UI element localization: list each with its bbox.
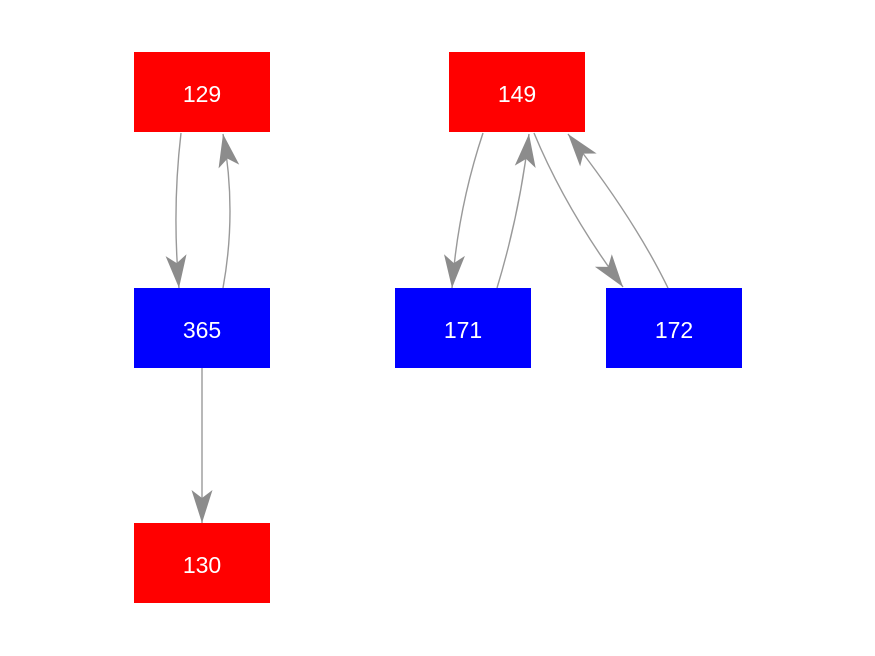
arrowhead-icon — [191, 490, 213, 523]
edge-171-149 — [496, 133, 536, 289]
node-129: 129 — [134, 52, 270, 132]
edge-line — [567, 133, 669, 289]
arrowhead-icon — [514, 134, 536, 168]
node-label: 129 — [182, 81, 222, 107]
edge-365-130 — [191, 367, 213, 523]
arrowhead-icon — [443, 254, 465, 288]
edge-149-172 — [533, 132, 624, 288]
arrowhead-icon — [594, 254, 623, 287]
edge-149-171 — [443, 132, 484, 289]
node-label: 171 — [443, 317, 483, 343]
arrowhead-icon — [165, 254, 187, 288]
node-130: 130 — [134, 523, 270, 603]
node-365: 365 — [134, 288, 270, 368]
node-171: 171 — [395, 288, 531, 368]
node-149: 149 — [449, 52, 585, 132]
edge-365-129 — [218, 133, 240, 289]
node-label: 130 — [182, 552, 222, 578]
node-label: 172 — [654, 317, 694, 343]
node-172: 172 — [606, 288, 742, 368]
node-label: 365 — [182, 317, 222, 343]
edge-129-365 — [165, 132, 187, 289]
arrowhead-icon — [568, 134, 597, 167]
node-label: 149 — [497, 81, 537, 107]
edge-172-149 — [567, 133, 669, 289]
arrowhead-icon — [218, 134, 240, 169]
